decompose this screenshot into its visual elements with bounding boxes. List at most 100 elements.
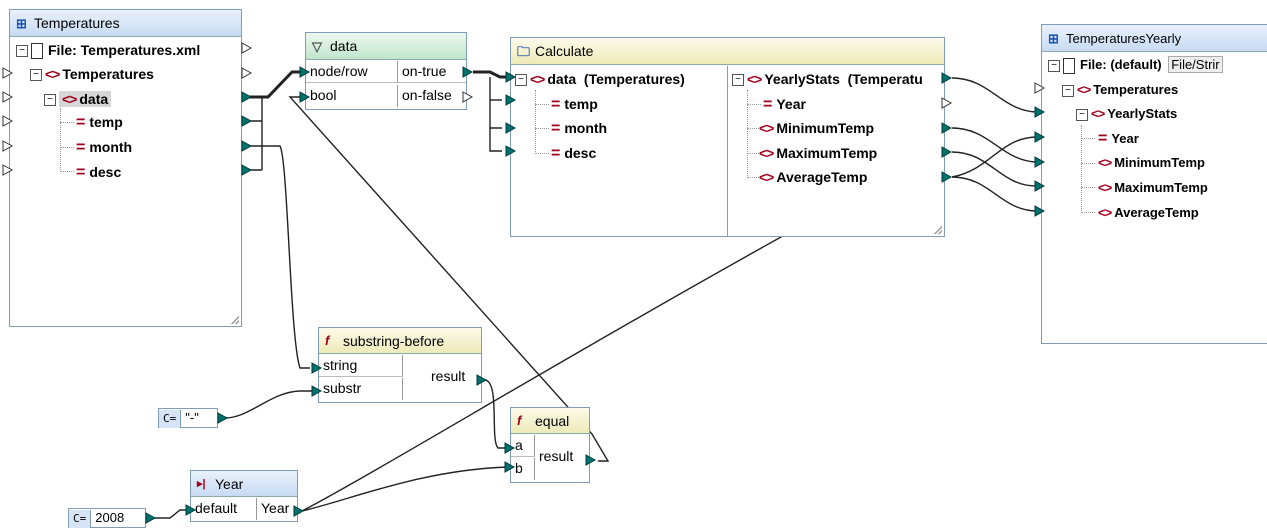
calc-desc-in-port[interactable] xyxy=(505,145,517,157)
temperatures-temp-in-port[interactable] xyxy=(2,115,14,127)
equal-a-input[interactable]: a xyxy=(511,435,535,457)
temperatures-month-in-port[interactable] xyxy=(2,140,14,152)
constant-dash-port[interactable] xyxy=(217,412,229,424)
yearly-stats-in-port[interactable] xyxy=(1034,106,1046,118)
year-output-port[interactable] xyxy=(293,505,305,517)
calculate-output-minimumtemp[interactable]: <>MinimumTemp xyxy=(759,120,875,136)
equal-result-output[interactable]: result xyxy=(539,448,574,464)
yearly-year-in-port[interactable] xyxy=(1034,131,1046,143)
collapse-icon[interactable]: − xyxy=(515,74,527,87)
temperatures-desc-in-port[interactable] xyxy=(2,164,14,176)
calculate-input-data[interactable]: −<>data (Temperatures) xyxy=(515,67,685,91)
calc-year-out-port[interactable] xyxy=(941,97,953,109)
calculate-component[interactable]: 🗀 Calculate −<>data (Temperatures) =temp… xyxy=(510,37,945,237)
year-input-component[interactable]: ▸| Year default Year xyxy=(190,470,298,522)
equal-b-port[interactable] xyxy=(504,461,516,473)
temperatures-yearly-component[interactable]: ⊞ TemperaturesYearly −File: (default) Fi… xyxy=(1041,24,1267,344)
filter-on-false-port[interactable] xyxy=(462,91,474,103)
temperatures-file-row[interactable]: −File: Temperatures.xml xyxy=(16,38,200,62)
calc-min-out-port[interactable] xyxy=(941,122,953,134)
temperatures-yearly-header[interactable]: ⊞ TemperaturesYearly xyxy=(1042,25,1267,52)
calculate-output-maximumtemp[interactable]: <>MaximumTemp xyxy=(759,145,878,161)
yearly-avg-in-port[interactable] xyxy=(1034,205,1046,217)
calc-temp-in-port[interactable] xyxy=(505,94,517,106)
equal-header[interactable]: f equal xyxy=(511,408,589,434)
yearly-field-year[interactable]: =Year xyxy=(1098,130,1139,147)
yearly-root-in-port[interactable] xyxy=(1034,82,1046,94)
yearly-file-row[interactable]: −File: (default) File/Strir xyxy=(1048,53,1223,77)
calc-avg-out-port[interactable] xyxy=(941,171,953,183)
filter-component[interactable]: ▽ data node/row bool on-true on-false xyxy=(305,32,467,110)
resize-grip[interactable] xyxy=(231,316,239,324)
temperatures-month-port[interactable] xyxy=(241,140,253,152)
substring-before-header[interactable]: f substring-before xyxy=(319,328,481,354)
temperatures-field-temp[interactable]: =temp xyxy=(76,114,123,131)
filter-bool-port[interactable] xyxy=(299,91,311,103)
file-string-button[interactable]: File/Strir xyxy=(1168,56,1223,73)
calc-stats-out-port[interactable] xyxy=(941,72,953,84)
yearly-field-averagetemp[interactable]: <>AverageTemp xyxy=(1098,205,1199,220)
yearly-field-maximumtemp[interactable]: <>MaximumTemp xyxy=(1098,180,1208,195)
temperatures-root-port[interactable] xyxy=(241,67,253,79)
filter-node-row-port[interactable] xyxy=(299,66,311,78)
filter-on-false-output[interactable]: on-false xyxy=(402,87,452,103)
calculate-header[interactable]: 🗀 Calculate xyxy=(511,38,944,65)
calculate-input-temp[interactable]: =temp xyxy=(551,96,598,113)
temperatures-field-desc[interactable]: =desc xyxy=(76,164,122,181)
year-output[interactable]: Year xyxy=(261,500,290,516)
calc-max-out-port[interactable] xyxy=(941,146,953,158)
collapse-icon[interactable]: − xyxy=(732,74,744,87)
calculate-output-year[interactable]: =Year xyxy=(763,96,806,113)
calc-data-in-port[interactable] xyxy=(505,71,517,83)
temperatures-data-row[interactable]: −<>data xyxy=(44,87,112,111)
equal-a-port[interactable] xyxy=(504,442,516,454)
filter-header[interactable]: ▽ data xyxy=(306,33,466,60)
temperatures-data-port[interactable] xyxy=(241,91,253,103)
temperatures-file-port[interactable] xyxy=(241,42,253,54)
collapse-icon[interactable]: − xyxy=(44,94,56,107)
year-input-header[interactable]: ▸| Year xyxy=(191,471,297,497)
calculate-input-month[interactable]: =month xyxy=(551,120,608,137)
filter-bool-input[interactable]: bool xyxy=(306,85,398,107)
yearly-max-in-port[interactable] xyxy=(1034,180,1046,192)
temperatures-header[interactable]: ⊞ Temperatures xyxy=(10,10,241,37)
resize-grip[interactable] xyxy=(934,226,942,234)
calculate-input-desc[interactable]: =desc xyxy=(551,145,597,162)
collapse-icon[interactable]: − xyxy=(1076,108,1088,121)
equal-function[interactable]: f equal a b result xyxy=(510,407,590,483)
substring-result-port[interactable] xyxy=(476,374,488,386)
equal-result-port[interactable] xyxy=(585,454,597,466)
temperatures-root-in-port[interactable] xyxy=(2,67,14,79)
substring-substr-port[interactable] xyxy=(311,385,323,397)
yearly-root-row[interactable]: −<>Temperatures xyxy=(1062,78,1178,102)
yearly-field-minimumtemp[interactable]: <>MinimumTemp xyxy=(1098,155,1205,170)
calculate-output-yearlystats[interactable]: −<>YearlyStats (Temperatu xyxy=(732,67,923,91)
collapse-icon[interactable]: − xyxy=(1048,59,1060,72)
constant-dash-value[interactable]: "-" xyxy=(185,410,199,425)
yearly-min-in-port[interactable] xyxy=(1034,156,1046,168)
collapse-icon[interactable]: − xyxy=(1062,84,1074,97)
substring-string-input[interactable]: string xyxy=(319,355,403,377)
filter-on-true-port[interactable] xyxy=(462,66,474,78)
substring-string-port[interactable] xyxy=(311,362,323,374)
temperatures-temp-port[interactable] xyxy=(241,115,253,127)
yearly-stats-row[interactable]: −<>YearlyStats xyxy=(1076,102,1177,126)
equal-b-input[interactable]: b xyxy=(511,458,535,480)
collapse-icon[interactable]: − xyxy=(30,69,42,82)
temperatures-field-month[interactable]: =month xyxy=(76,139,133,156)
substring-result-output[interactable]: result xyxy=(431,368,466,384)
temperatures-root-row[interactable]: −<>Temperatures xyxy=(30,62,154,86)
constant-2008-value[interactable]: 2008 xyxy=(95,510,125,525)
filter-node-row-input[interactable]: node/row xyxy=(306,61,398,83)
collapse-icon[interactable]: − xyxy=(16,45,28,58)
constant-dash[interactable]: C="-" xyxy=(158,408,218,428)
calculate-output-averagetemp[interactable]: <>AverageTemp xyxy=(759,169,868,185)
temperatures-desc-port[interactable] xyxy=(241,164,253,176)
year-default-input[interactable]: default xyxy=(191,498,257,520)
year-default-port[interactable] xyxy=(185,504,197,516)
calc-month-in-port[interactable] xyxy=(505,122,517,134)
substring-substr-input[interactable]: substr xyxy=(319,378,403,400)
substring-before-function[interactable]: f substring-before string substr result xyxy=(318,327,482,403)
filter-on-true-output[interactable]: on-true xyxy=(398,61,466,83)
constant-2008-port[interactable] xyxy=(145,512,157,524)
